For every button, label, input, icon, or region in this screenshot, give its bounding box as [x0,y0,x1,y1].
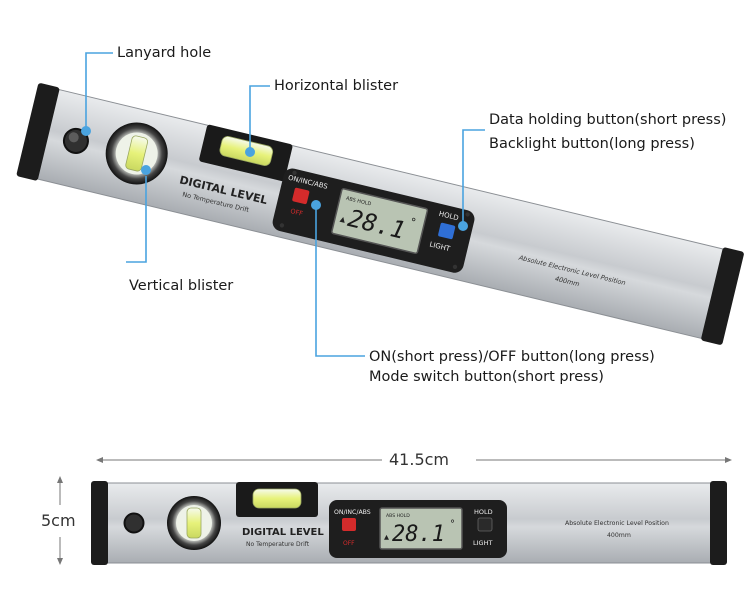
hold-light-button[interactable] [438,222,456,240]
horizontal-blister-callout-line [249,85,270,150]
height-dimension [57,476,63,565]
screw [452,264,458,270]
left-end-cap [16,83,60,181]
lcd-screen [331,188,429,255]
screw [465,212,470,217]
lanyard-callout-dot [81,126,91,136]
lcd-mode-indicator: ABS HOLD [345,196,372,208]
hold-callout-line [462,129,485,226]
vertical-blister-vial [125,135,149,172]
horizontal-blister-label: Horizontal blister [274,78,399,94]
right-end-cap [701,247,744,345]
on-off-button[interactable] [342,518,356,531]
length-dimension-label: 41.5cm [389,450,450,469]
lcd-degree: ° [409,215,417,229]
screw [292,170,297,176]
height-arrow-top [57,476,63,483]
off-label: OFF [343,540,355,547]
lcd-arrow: ▲ [339,215,347,224]
left-end-cap [91,481,108,565]
right-end-cap [710,481,727,565]
height-dimension-label: 5cm [41,511,76,530]
straight-level: DIGITAL LEVEL No Temperature Drift ON/IN… [91,481,727,565]
brand-title: DIGITAL LEVEL [242,527,324,538]
on-off-label: ON(short press)/OFF button(long press) [369,349,655,365]
callout-lines [85,52,485,357]
on-off-callout-dot [311,200,321,210]
backlight-label: Backlight button(long press) [489,136,695,152]
lcd-reading: 28.1 [392,522,445,547]
lanyard-hole [123,512,145,534]
mode-switch-label: Mode switch button(short press) [369,369,604,385]
horizontal-blister-vial [252,488,302,509]
height-arrow-bottom [57,558,63,565]
vertical-blister-callout-line [126,176,147,263]
vertical-blister-label: Vertical blister [129,278,234,294]
vertical-blister-callout-dot [141,165,151,175]
on-inc-abs-label: ON/INC/ABS [334,509,371,516]
horizontal-blister-callout-dot [245,147,255,157]
lanyard-hole-label: Lanyard hole [117,45,212,61]
lcd-arrow: ▲ [384,533,389,541]
hold-callout-dot [458,221,468,231]
data-holding-label: Data holding button(short press) [489,112,727,128]
lanyard-callout-line [85,52,113,131]
screw [279,223,285,228]
lanyard-hole-highlight [68,132,79,143]
length-arrow-left [96,457,103,463]
on-off-callout-line [315,208,365,357]
callout-dots [81,126,468,231]
vertical-blister-vial [186,507,202,539]
hold-light-button[interactable] [477,517,493,532]
brand-subtitle: No Temperature Drift [246,541,310,548]
lcd-mode-indicator: ABS HOLD [386,513,410,519]
light-label: LIGHT [473,539,492,547]
off-label: OFF [290,207,304,218]
hold-label: HOLD [474,508,493,516]
length-dimension [96,457,732,463]
side-text-1: Absolute Electronic Level Position [565,520,669,527]
tilted-level: DIGITAL LEVEL No Temperature Drift ON/IN… [16,83,744,345]
length-arrow-right [725,457,732,463]
lcd-degree: ° [450,519,455,530]
on-off-button[interactable] [292,187,310,205]
side-text-2: 400mm [607,532,631,539]
lcd-screen [379,507,463,550]
